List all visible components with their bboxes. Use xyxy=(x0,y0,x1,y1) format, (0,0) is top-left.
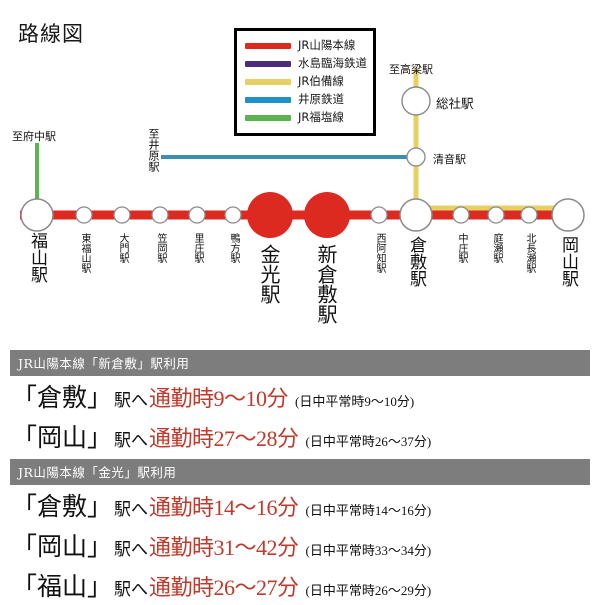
station-label-risho: 里庄駅 xyxy=(192,233,203,263)
station-label-daimon: 大門駅 xyxy=(117,233,128,263)
commute-time: 通勤時9〜10分 xyxy=(149,386,289,411)
station-marker xyxy=(224,206,242,224)
station-label-kitanagase: 北長瀬駅 xyxy=(524,233,535,273)
legend-color-swatch xyxy=(245,43,291,49)
station-label-kamogata: 鴨方駅 xyxy=(228,233,239,263)
destination-station: 「岡山」 xyxy=(12,425,113,452)
destination-station: 「福山」 xyxy=(12,574,113,601)
legend-color-swatch xyxy=(245,61,291,67)
station-marker xyxy=(188,206,206,224)
legend-color-swatch xyxy=(245,115,291,121)
commute-block-header: JR山陽本線「金光」駅利用 xyxy=(10,459,590,485)
commute-block-shinkurashiki: JR山陽本線「新倉敷」駅利用 「倉敷」 駅へ 通勤時9〜10分 (日中平常時9〜… xyxy=(10,350,590,456)
legend-item: 井原鉄道 xyxy=(245,91,367,109)
daytime-note: (日中平常時26〜37分) xyxy=(305,434,432,449)
legend-item: JR伯備線 xyxy=(245,73,367,91)
station-label-kasaoka: 笠岡駅 xyxy=(155,233,166,263)
station-marker xyxy=(370,206,388,224)
station-marker xyxy=(151,206,169,224)
station-label-konko: 金光駅 xyxy=(257,244,281,304)
terminus-label-ibara: 至井原駅 xyxy=(147,128,160,172)
legend-color-swatch xyxy=(245,79,291,85)
commute-row: 「倉敷」 駅へ 通勤時14〜16分 (日中平常時14〜16分) xyxy=(10,485,590,525)
station-label-kiyone: 清音駅 xyxy=(433,153,466,166)
legend-color-swatch xyxy=(245,97,291,103)
station-label-soja: 総社駅 xyxy=(436,96,474,111)
commute-row: 「倉敷」 駅へ 通勤時9〜10分 (日中平常時9〜10分) xyxy=(10,376,590,416)
station-marker-branch xyxy=(401,86,431,116)
to-label: 駅へ xyxy=(114,580,149,599)
station-label-kurashiki: 倉敷駅 xyxy=(406,236,426,287)
station-marker-major xyxy=(551,198,585,232)
daytime-note: (日中平常時9〜10分) xyxy=(295,394,415,409)
commute-row: 「岡山」 駅へ 通勤時27〜28分 (日中平常時26〜37分) xyxy=(10,416,590,456)
legend-item-label: JR山陽本線 xyxy=(298,38,356,53)
route-map: 至府中駅 至井原駅 至高梁駅 総社駅 清音駅 福山駅 東福山駅 大門駅 笠岡駅 … xyxy=(12,63,585,324)
station-label-nakasho: 中庄駅 xyxy=(456,233,467,263)
commute-block-header: JR山陽本線「新倉敷」駅利用 xyxy=(10,350,590,376)
station-label-niwase: 庭瀬駅 xyxy=(491,233,502,263)
legend-item-label: 水島臨海鉄道 xyxy=(298,56,367,71)
to-label: 駅へ xyxy=(114,540,149,559)
terminus-label-takahashi: 至高梁駅 xyxy=(389,63,433,76)
station-marker xyxy=(452,206,470,224)
legend-item: JR山陽本線 xyxy=(245,37,367,55)
legend-item-label: JR伯備線 xyxy=(298,74,344,89)
commute-time: 通勤時14〜16分 xyxy=(149,495,299,520)
station-marker xyxy=(113,206,131,224)
station-marker-branch xyxy=(406,147,426,167)
commute-info-panel: JR山陽本線「新倉敷」駅利用 「倉敷」 駅へ 通勤時9〜10分 (日中平常時9〜… xyxy=(10,350,590,605)
daytime-note: (日中平常時14〜16分) xyxy=(305,503,432,518)
destination-station: 「岡山」 xyxy=(12,534,113,561)
commute-row: 「福山」 駅へ 通勤時26〜27分 (日中平常時26〜29分) xyxy=(10,565,590,605)
commute-row: 「岡山」 駅へ 通勤時31〜42分 (日中平常時33〜34分) xyxy=(10,525,590,565)
terminus-label-fuchu: 至府中駅 xyxy=(12,130,56,143)
station-marker xyxy=(75,206,93,224)
station-label-nishiachi: 西阿知駅 xyxy=(374,233,385,273)
station-marker-major xyxy=(399,198,433,232)
legend-item-label: 井原鉄道 xyxy=(298,92,344,107)
legend-item-label: JR福塩線 xyxy=(298,110,344,125)
station-marker-hub xyxy=(304,192,350,238)
to-label: 駅へ xyxy=(114,500,149,519)
destination-station: 「倉敷」 xyxy=(12,494,113,521)
station-marker xyxy=(520,206,538,224)
commute-time: 通勤時27〜28分 xyxy=(149,426,299,451)
legend-box: JR山陽本線 水島臨海鉄道 JR伯備線 井原鉄道 JR福塩線 xyxy=(234,28,376,136)
station-label-fukuyama: 福山駅 xyxy=(27,232,47,283)
to-label: 駅へ xyxy=(114,431,149,450)
station-marker xyxy=(487,206,505,224)
to-label: 駅へ xyxy=(114,391,149,410)
daytime-note: (日中平常時33〜34分) xyxy=(305,543,432,558)
page-title: 路線図 xyxy=(18,22,84,46)
commute-block-konko: JR山陽本線「金光」駅利用 「倉敷」 駅へ 通勤時14〜16分 (日中平常時14… xyxy=(10,459,590,605)
destination-station: 「倉敷」 xyxy=(12,385,113,412)
station-label-higashifukuyama: 東福山駅 xyxy=(79,233,90,273)
commute-time: 通勤時31〜42分 xyxy=(149,535,299,560)
station-label-shinkurashiki: 新倉敷駅 xyxy=(314,244,338,324)
legend-item: JR福塩線 xyxy=(245,109,367,127)
commute-time: 通勤時26〜27分 xyxy=(149,575,299,600)
daytime-note: (日中平常時26〜29分) xyxy=(305,583,432,598)
legend-item: 水島臨海鉄道 xyxy=(245,55,367,73)
station-marker-major xyxy=(20,198,54,232)
station-label-okayama: 岡山駅 xyxy=(558,236,578,287)
station-marker-hub xyxy=(247,192,293,238)
